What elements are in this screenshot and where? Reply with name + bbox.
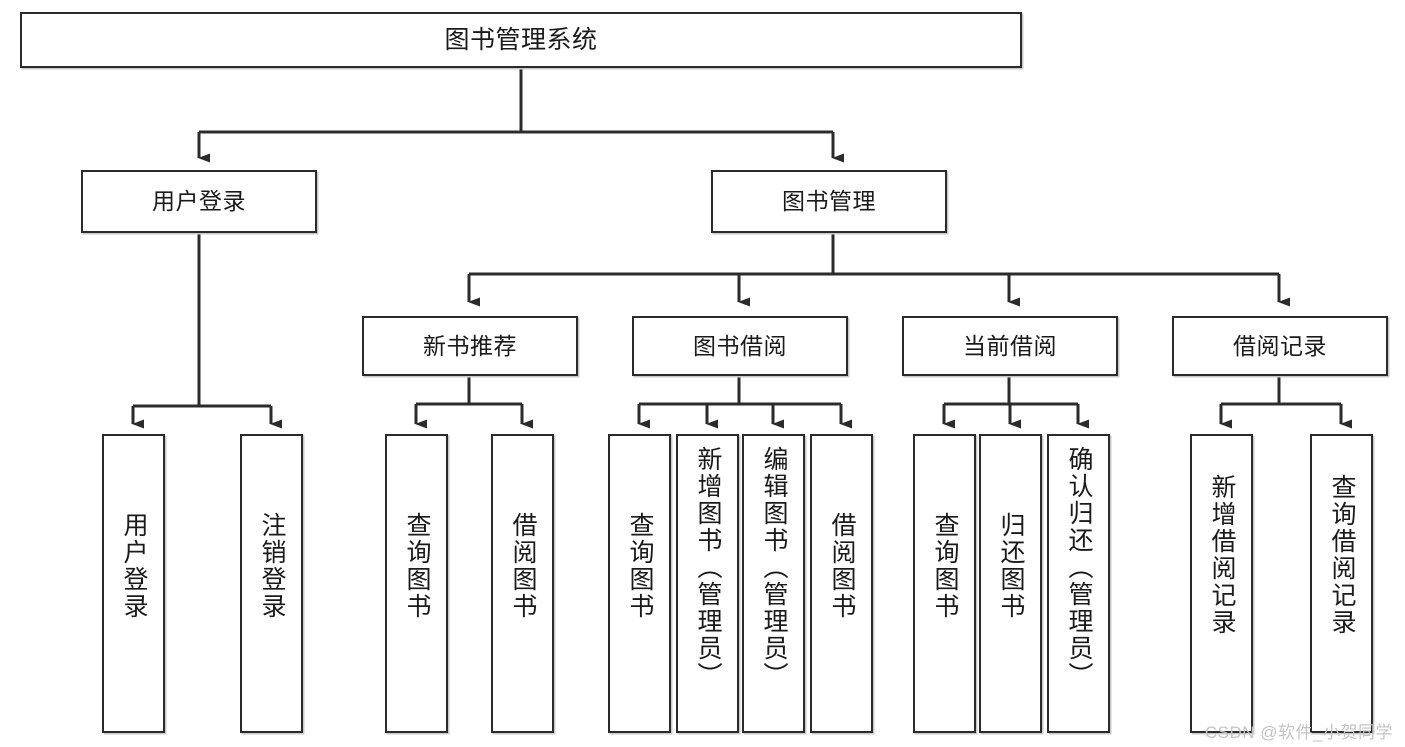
leaf-nb-query-book-label: 查询图书 bbox=[403, 512, 431, 620]
leaf-nb-borrow-book[interactable]: 借阅图书 bbox=[491, 434, 554, 733]
leaf-logout-label: 注销登录 bbox=[258, 512, 286, 620]
leaf-logout[interactable]: 注销登录 bbox=[240, 434, 303, 733]
leaf-bb-edit-book-admin-label: 编辑图书（管理员） bbox=[760, 446, 788, 689]
node-book-borrow[interactable]: 图书借阅 bbox=[632, 316, 848, 376]
leaf-user-login-label: 用户登录 bbox=[120, 512, 148, 620]
leaf-cb-confirm-return-admin[interactable]: 确认归还（管理员） bbox=[1047, 434, 1110, 733]
leaf-bb-add-book-admin-label: 新增图书（管理员） bbox=[694, 446, 722, 689]
node-book-borrow-label: 图书借阅 bbox=[693, 332, 787, 359]
node-user-login[interactable]: 用户登录 bbox=[81, 170, 317, 233]
node-root[interactable]: 图书管理系统 bbox=[20, 12, 1022, 68]
leaf-bb-edit-book-admin[interactable]: 编辑图书（管理员） bbox=[742, 434, 805, 733]
leaf-cb-query-book[interactable]: 查询图书 bbox=[913, 434, 976, 733]
leaf-cb-query-book-label: 查询图书 bbox=[931, 512, 959, 620]
leaf-bb-borrow-book[interactable]: 借阅图书 bbox=[810, 434, 873, 733]
leaf-br-add-record-label: 新增借阅记录 bbox=[1208, 474, 1236, 636]
node-borrow-record[interactable]: 借阅记录 bbox=[1172, 316, 1388, 376]
leaf-cb-confirm-return-admin-label: 确认归还（管理员） bbox=[1065, 446, 1093, 689]
node-book-management-label: 图书管理 bbox=[782, 188, 876, 215]
leaf-nb-query-book[interactable]: 查询图书 bbox=[385, 434, 448, 733]
leaf-cb-return-book[interactable]: 归还图书 bbox=[979, 434, 1042, 733]
leaf-nb-borrow-book-label: 借阅图书 bbox=[509, 512, 537, 620]
node-new-book-recommend[interactable]: 新书推荐 bbox=[362, 316, 578, 376]
node-borrow-record-label: 借阅记录 bbox=[1233, 332, 1327, 359]
leaf-bb-add-book-admin[interactable]: 新增图书（管理员） bbox=[676, 434, 739, 733]
leaf-br-query-record[interactable]: 查询借阅记录 bbox=[1310, 434, 1373, 733]
leaf-br-query-record-label: 查询借阅记录 bbox=[1328, 474, 1356, 636]
leaf-bb-borrow-book-label: 借阅图书 bbox=[828, 512, 856, 620]
csdn-watermark: CSDN @软件_小贺同学 bbox=[1204, 723, 1393, 742]
leaf-bb-query-book-label: 查询图书 bbox=[626, 512, 654, 620]
leaf-user-login[interactable]: 用户登录 bbox=[102, 434, 165, 733]
node-current-borrow[interactable]: 当前借阅 bbox=[902, 316, 1118, 376]
node-user-login-label: 用户登录 bbox=[152, 188, 246, 215]
node-new-book-recommend-label: 新书推荐 bbox=[423, 332, 517, 359]
node-book-management[interactable]: 图书管理 bbox=[711, 170, 947, 233]
leaf-cb-return-book-label: 归还图书 bbox=[997, 512, 1025, 620]
leaf-br-add-record[interactable]: 新增借阅记录 bbox=[1190, 434, 1253, 733]
node-current-borrow-label: 当前借阅 bbox=[963, 332, 1057, 359]
node-root-label: 图书管理系统 bbox=[444, 25, 598, 54]
leaf-bb-query-book[interactable]: 查询图书 bbox=[608, 434, 671, 733]
